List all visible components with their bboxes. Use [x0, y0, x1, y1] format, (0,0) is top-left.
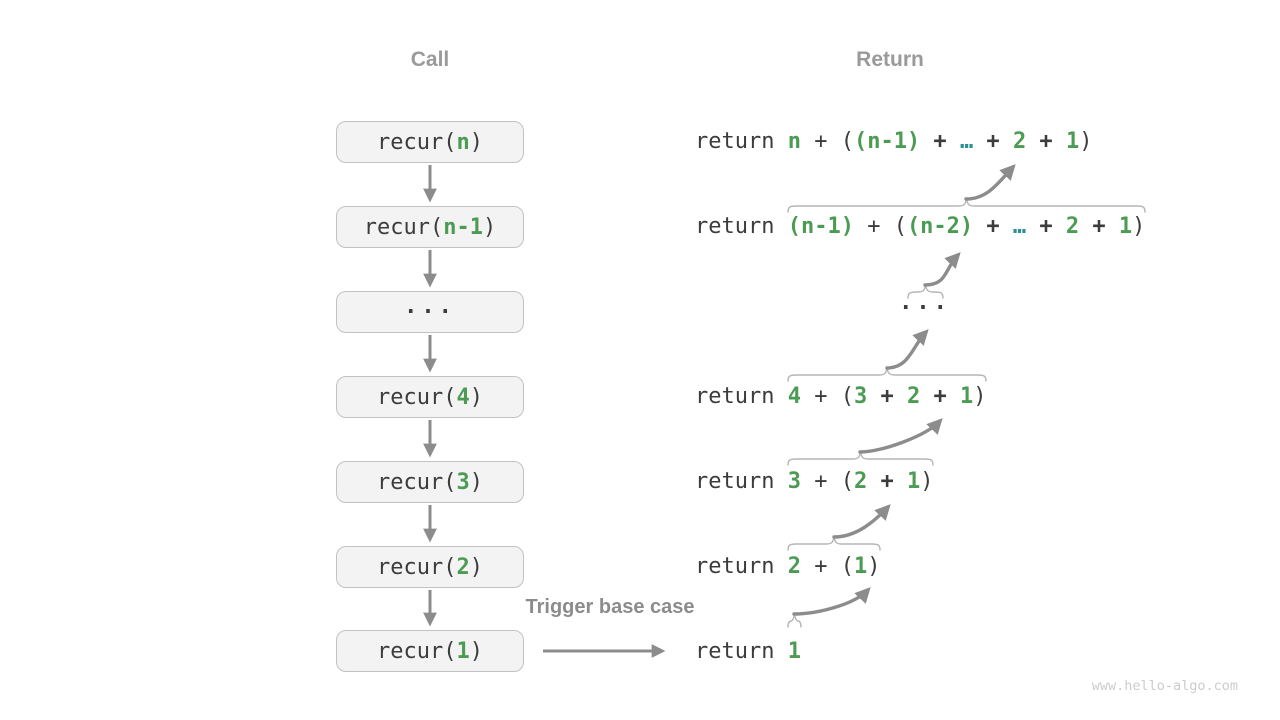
return-text: return: [695, 384, 788, 409]
call-column-header: Call: [410, 48, 450, 71]
return-text: 1: [853, 554, 868, 579]
return-text: 1: [959, 384, 974, 409]
return-text: …: [1012, 214, 1027, 239]
return-text: +: [920, 384, 960, 409]
return-line-return-1: return 1: [695, 636, 801, 668]
return-text: ): [867, 554, 881, 579]
return-text: n: [787, 129, 801, 154]
return-line-return-2: return 2 + (1): [695, 551, 880, 583]
return-text: +: [973, 214, 1013, 239]
return-text: +: [867, 469, 907, 494]
call-box-ellipsis: ···: [336, 291, 524, 333]
return-text: +: [1026, 129, 1066, 154]
return-text: return: [695, 639, 788, 664]
call-box-text: ): [469, 129, 483, 155]
return-text: ): [973, 384, 987, 409]
return-text: (n-1): [787, 214, 854, 239]
return-text: + (: [800, 129, 854, 154]
call-box-text: recur(: [363, 214, 444, 240]
return-text: ···: [899, 296, 951, 321]
call-box-text: recur(: [377, 554, 457, 580]
return-line-return-3: return 3 + (2 + 1): [695, 466, 933, 498]
call-box-recur-3: recur(3): [336, 461, 524, 503]
return-text: 4: [787, 384, 801, 409]
return-text: 2: [906, 384, 921, 409]
return-text: return: [695, 469, 788, 494]
call-box-recur-2: recur(2): [336, 546, 524, 588]
return-text: …: [959, 129, 974, 154]
return-text: ): [1079, 129, 1093, 154]
return-line-return-n-1: return (n-1) + ((n-2) + … + 2 + 1): [695, 211, 1145, 243]
return-column-header: Return: [856, 48, 924, 71]
return-text: 1: [1118, 214, 1133, 239]
call-box-text: ): [469, 554, 483, 580]
expression-brace: [787, 451, 934, 466]
call-box-text: n-1: [443, 214, 483, 240]
return-text: 2: [1012, 129, 1027, 154]
return-text: 2: [787, 554, 801, 579]
call-box-text: ): [469, 384, 483, 410]
call-box-text: recur(: [377, 384, 457, 410]
return-text: 1: [787, 639, 801, 664]
return-line-return-4: return 4 + (3 + 2 + 1): [695, 381, 986, 413]
return-up-arrow: [792, 587, 871, 616]
return-text: +: [920, 129, 960, 154]
return-up-arrow: [923, 252, 961, 287]
expression-brace: [787, 614, 802, 628]
call-box-text: recur(: [377, 638, 457, 664]
call-box-text: 1: [456, 638, 470, 664]
call-box-text: recur(: [377, 129, 457, 155]
call-box-text: n: [456, 129, 470, 155]
return-line-ellipsis: ···: [899, 293, 951, 325]
return-text: 1: [906, 469, 921, 494]
call-box-recur-n-1: recur(n-1): [336, 206, 524, 248]
return-text: 1: [1065, 129, 1080, 154]
trigger-base-case-label: Trigger base case: [525, 596, 695, 618]
return-text: 3: [787, 469, 801, 494]
watermark: www.hello-algo.com: [1091, 678, 1238, 694]
return-text: return: [695, 554, 788, 579]
return-up-arrow: [832, 504, 891, 539]
expression-brace: [787, 367, 987, 382]
call-box-recur-n: recur(n): [336, 121, 524, 163]
return-up-arrow: [885, 329, 929, 370]
return-text: + (: [800, 554, 854, 579]
call-box-text: ): [469, 469, 483, 495]
return-text: ): [1132, 214, 1146, 239]
call-box-recur-4: recur(4): [336, 376, 524, 418]
call-box-text: 2: [456, 554, 470, 580]
return-up-arrow: [858, 418, 943, 454]
return-text: + (: [853, 214, 907, 239]
call-box-text: ): [482, 214, 497, 240]
call-box-text: ···: [404, 299, 456, 325]
return-text: return: [695, 214, 788, 239]
return-up-arrow: [964, 164, 1016, 201]
return-text: return: [695, 129, 788, 154]
return-text: 2: [1065, 214, 1080, 239]
return-text: +: [973, 129, 1013, 154]
call-box-text: ): [469, 638, 483, 664]
return-text: +: [867, 384, 907, 409]
return-text: + (: [800, 469, 854, 494]
return-text: (n-2): [906, 214, 974, 239]
return-text: + (: [800, 384, 854, 409]
return-text: +: [1079, 214, 1119, 239]
call-box-text: recur(: [377, 469, 457, 495]
expression-brace: [787, 536, 881, 551]
call-box-text: 3: [456, 469, 470, 495]
return-text: 3: [853, 384, 868, 409]
call-box-recur-1: recur(1): [336, 630, 524, 672]
call-box-text: 4: [456, 384, 470, 410]
return-text: +: [1026, 214, 1066, 239]
return-text: (n-1): [853, 129, 921, 154]
return-line-return-n: return n + ((n-1) + … + 2 + 1): [695, 126, 1092, 158]
return-text: ): [920, 469, 934, 494]
return-text: 2: [853, 469, 868, 494]
